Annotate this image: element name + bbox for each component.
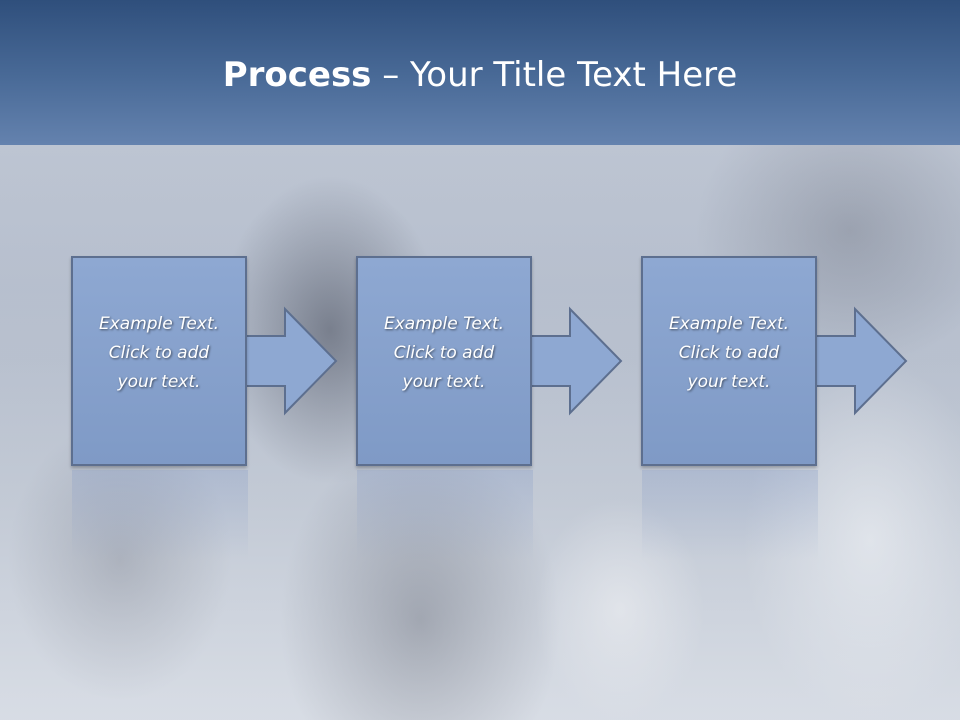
step-1-box <box>71 256 247 466</box>
step-1-reflection <box>72 470 248 560</box>
step-1-text[interactable]: Example Text. Click to add your text. <box>98 314 220 392</box>
title-rest: – Your Title Text Here <box>371 55 738 95</box>
title-band: Process – Your Title Text Here <box>0 0 960 145</box>
step-2-box <box>356 256 532 466</box>
step-1-arrow[interactable] <box>239 300 344 420</box>
step-3-reflection <box>642 470 818 560</box>
step-2-arrow[interactable] <box>524 300 629 420</box>
step-2-text[interactable]: Example Text. Click to add your text. <box>383 314 505 392</box>
step-1[interactable]: Example Text. Click to add your text. <box>71 256 247 466</box>
slide-title[interactable]: Process – Your Title Text Here <box>0 52 960 98</box>
step-2-reflection <box>357 470 533 560</box>
title-bold: Process <box>222 55 372 95</box>
step-2[interactable]: Example Text. Click to add your text. <box>356 256 532 466</box>
step-3[interactable]: Example Text. Click to add your text. <box>641 256 817 466</box>
step-3-text[interactable]: Example Text. Click to add your text. <box>668 314 790 392</box>
step-3-arrow[interactable] <box>809 300 914 420</box>
step-3-box <box>641 256 817 466</box>
